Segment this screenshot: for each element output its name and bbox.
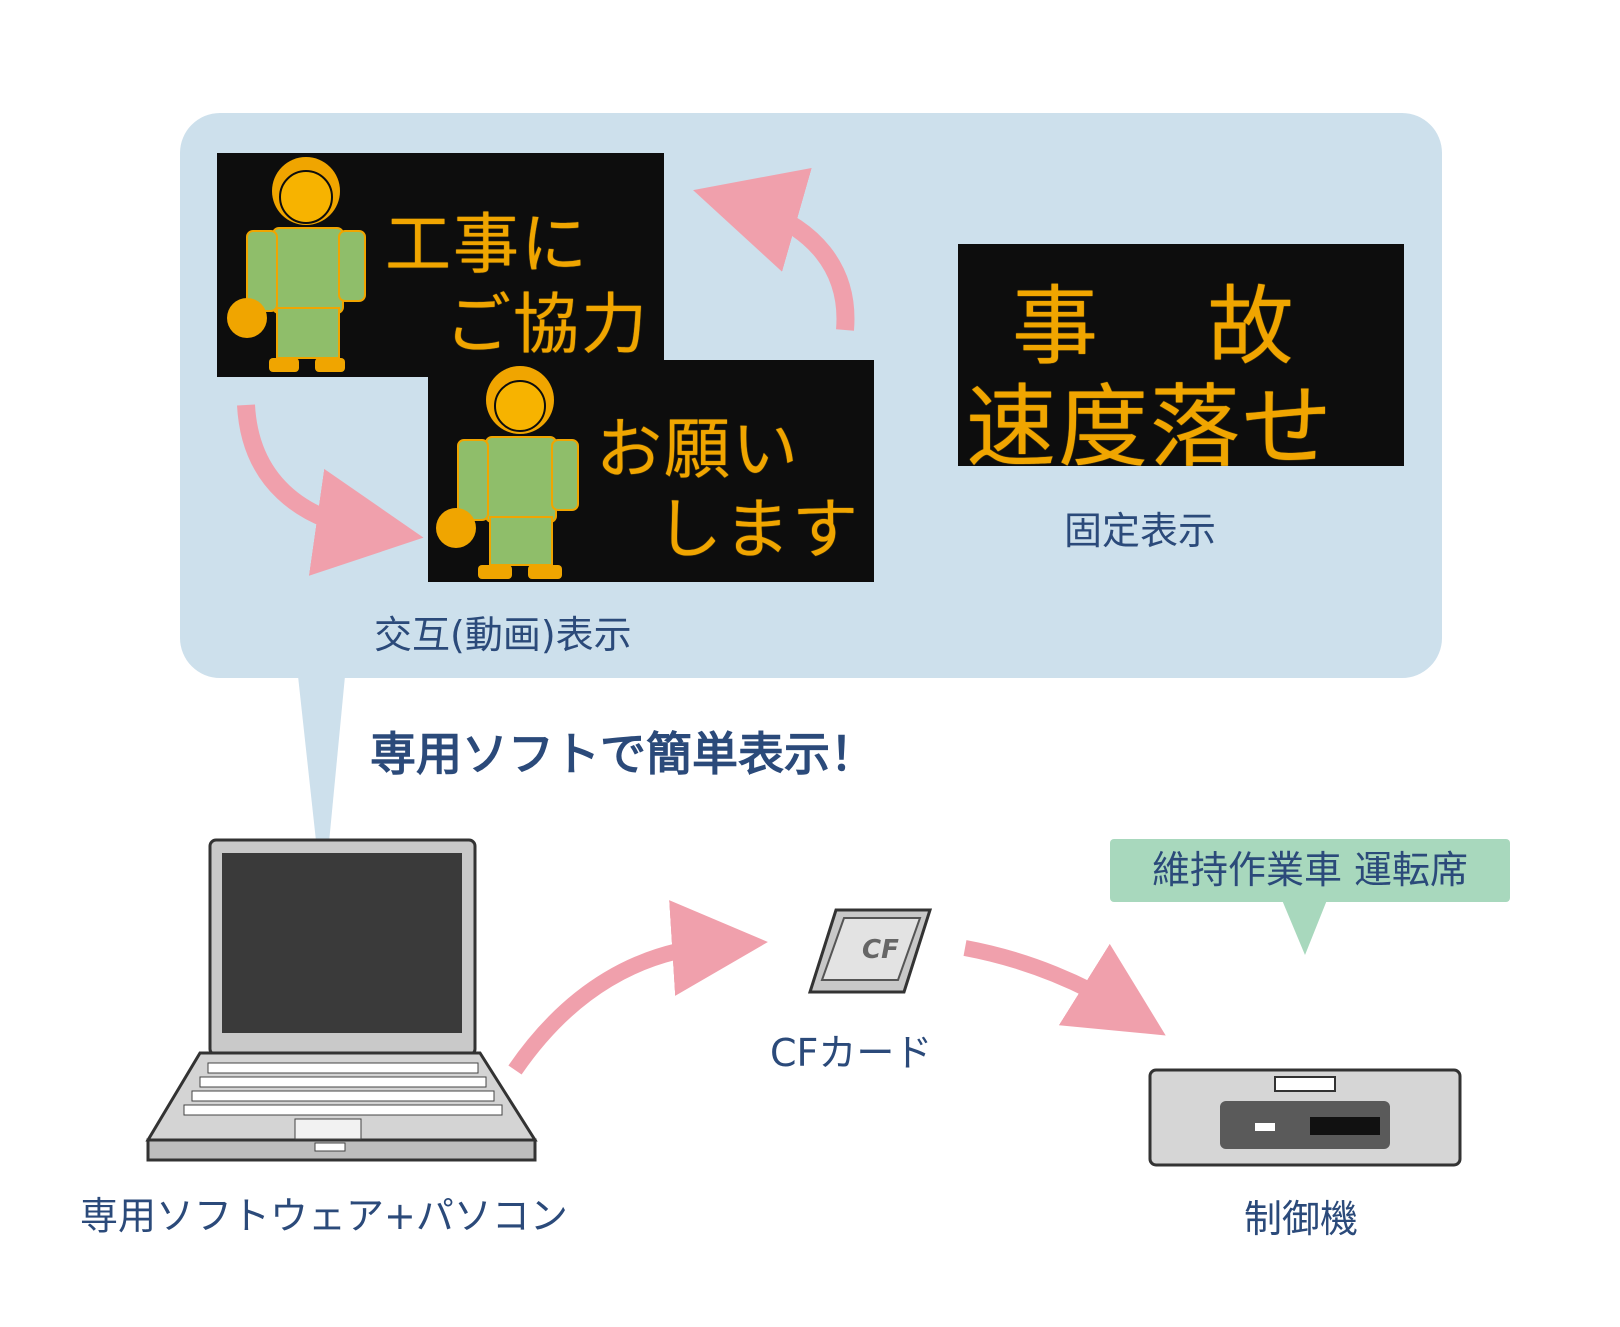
led-text-line2: 速度落せ — [966, 375, 1334, 466]
caption-controller: 制御機 — [1244, 1197, 1359, 1241]
caption-cf-card: CFカード — [770, 1031, 933, 1075]
led-board-alternate-1: 工事に ご協力 — [217, 153, 664, 377]
led-text-line2: ご協力 — [445, 286, 649, 363]
cycle-arrow-up-icon — [693, 167, 855, 331]
led-board-fixed: 事 故 速度落せ — [958, 244, 1404, 466]
led-text-line1: 工事に — [385, 206, 589, 283]
controller-icon — [1148, 1068, 1462, 1167]
led-text-line1: お願い — [596, 411, 800, 488]
worker-figure-icon — [227, 157, 366, 372]
headline: 専用ソフトで簡単表示！ — [370, 727, 876, 781]
pc-to-card-arrow-icon — [508, 900, 768, 1075]
led-board-alternate-2: お願い します — [428, 360, 874, 582]
cycle-arrow-down-icon — [237, 404, 424, 576]
cf-card-icon: CF — [807, 908, 933, 994]
led-text-line2: します — [656, 491, 860, 568]
caption-pc: 専用ソフトウェア+パソコン — [80, 1194, 568, 1238]
card-to-controller-arrow-icon — [963, 940, 1166, 1036]
location-tag: 維持作業車 運転席 — [1110, 839, 1510, 902]
laptop-icon — [145, 838, 538, 1162]
led-text-line1: 事 故 — [1012, 277, 1296, 377]
caption-fixed-display: 固定表示 — [1064, 509, 1217, 553]
caption-alternate-display: 交互(動画)表示 — [374, 613, 632, 657]
worker-figure-icon — [436, 366, 579, 579]
cf-card-label: CF — [862, 935, 899, 965]
